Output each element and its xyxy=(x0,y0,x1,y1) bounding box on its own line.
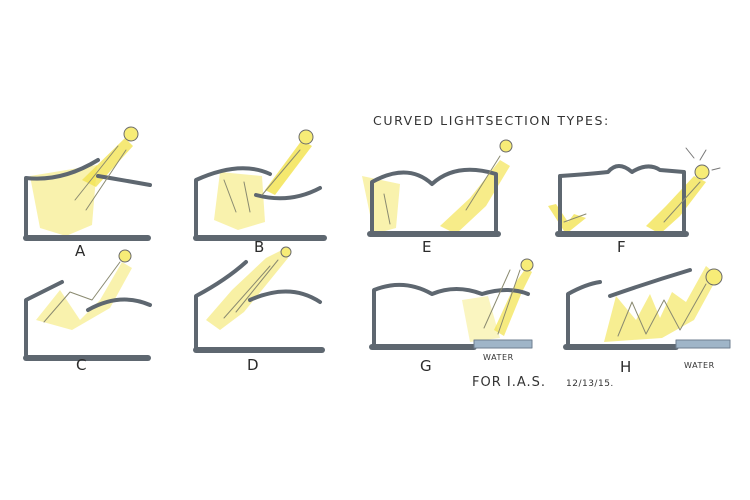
section-outline xyxy=(558,164,686,234)
water-label-h: WATER xyxy=(684,361,715,370)
light-ray-lines xyxy=(563,181,701,223)
light-beam xyxy=(604,266,718,342)
light-ray-lines xyxy=(43,261,121,323)
section-outline xyxy=(372,282,530,348)
light-beam xyxy=(440,160,510,234)
section-b: B xyxy=(193,129,327,256)
light-shaft xyxy=(214,172,265,230)
light-ray-lines xyxy=(383,155,501,225)
water-label-g: WATER xyxy=(483,353,514,362)
section-outline xyxy=(24,280,152,357)
light-shaft xyxy=(36,262,132,330)
sun-icon xyxy=(298,129,314,145)
section-outline xyxy=(24,158,152,240)
label-b: B xyxy=(254,238,264,256)
light-ray-lines xyxy=(617,283,707,337)
section-e: E xyxy=(362,139,513,256)
sketch-title: CURVED LIGHTSECTION TYPES: xyxy=(373,113,610,128)
section-d: D xyxy=(193,246,325,374)
sun-icon xyxy=(280,246,292,258)
light-ray-lines xyxy=(223,149,301,213)
section-outline xyxy=(566,268,692,348)
section-c: C xyxy=(23,249,152,374)
label-h: H xyxy=(620,358,631,376)
credit: FOR I.A.S. xyxy=(472,375,546,390)
date: 12/13/15. xyxy=(566,379,614,389)
light-shaft xyxy=(206,250,288,330)
water-pool xyxy=(473,339,533,349)
light-ray-lines xyxy=(74,145,127,211)
section-h: WATER H xyxy=(563,266,731,376)
section-f: F xyxy=(548,147,721,256)
section-outline xyxy=(194,166,322,240)
light-shaft xyxy=(362,176,400,234)
section-g: WATER G xyxy=(369,258,534,375)
label-d: D xyxy=(247,356,259,374)
label-a: A xyxy=(75,242,86,260)
sun-icon xyxy=(118,249,132,263)
sun-icon xyxy=(123,126,139,142)
section-outline xyxy=(370,167,498,234)
light-beam xyxy=(265,140,312,195)
label-c: C xyxy=(76,356,86,374)
light-beam xyxy=(494,268,532,336)
section-a: A xyxy=(23,126,152,260)
label-f: F xyxy=(617,238,626,256)
section-outline xyxy=(194,260,322,352)
sun-rays xyxy=(685,147,721,171)
light-beam xyxy=(646,176,706,234)
light-shaft xyxy=(30,165,97,236)
light-beam xyxy=(548,204,586,234)
light-ray-lines xyxy=(223,259,279,319)
light-ray-lines xyxy=(483,269,521,335)
light-shaft xyxy=(462,296,500,342)
sun-icon xyxy=(694,164,710,180)
sun-icon xyxy=(520,258,534,272)
water-pool xyxy=(675,339,731,349)
label-e: E xyxy=(422,238,431,256)
label-g: G xyxy=(420,357,432,375)
sun-icon xyxy=(499,139,513,153)
sun-icon xyxy=(705,268,723,286)
